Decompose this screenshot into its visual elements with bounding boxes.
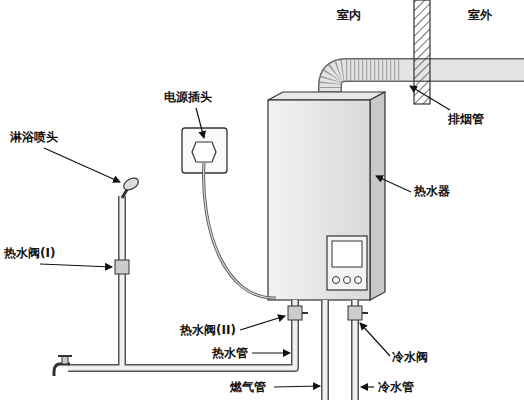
leader-lines bbox=[40, 86, 450, 387]
faucet bbox=[54, 356, 72, 376]
indoor-label: 室内 bbox=[337, 8, 361, 22]
outdoor-label: 室外 bbox=[468, 8, 492, 22]
part-label: 冷水阀 bbox=[392, 350, 428, 364]
display-screen bbox=[332, 241, 362, 267]
hot-valve-2 bbox=[288, 306, 302, 320]
power-socket bbox=[182, 128, 276, 298]
valve-handles bbox=[302, 312, 368, 314]
part-label: 热水阀(I) bbox=[4, 246, 55, 260]
wall bbox=[414, 0, 430, 104]
shower-head bbox=[122, 176, 141, 198]
pipes bbox=[68, 196, 355, 400]
hot-valve-1 bbox=[115, 260, 129, 274]
control-panel bbox=[327, 236, 367, 290]
part-label: 热水阀(II) bbox=[180, 323, 236, 337]
part-label: 电源插头 bbox=[164, 90, 212, 104]
part-label: 热水器 bbox=[414, 184, 450, 198]
part-label: 热水管 bbox=[212, 346, 248, 360]
water-heater bbox=[268, 92, 385, 300]
part-label: 冷水管 bbox=[378, 380, 414, 394]
part-label: 淋浴喷头 bbox=[10, 130, 58, 144]
part-label: 燃气管 bbox=[230, 380, 266, 394]
cold-valve bbox=[348, 306, 362, 320]
part-label: 排烟管 bbox=[448, 112, 484, 126]
